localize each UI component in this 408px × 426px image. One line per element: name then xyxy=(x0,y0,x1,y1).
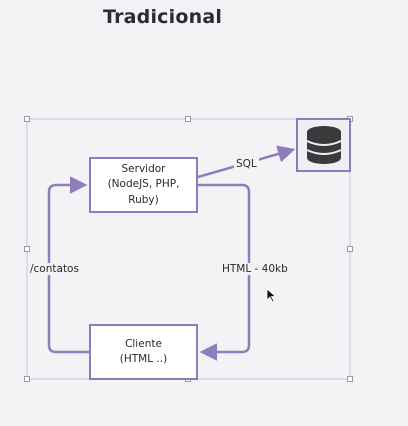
sql-label: SQL xyxy=(234,158,259,170)
client-node[interactable]: Cliente (HTML ..) xyxy=(89,324,198,380)
database-icon xyxy=(306,126,341,164)
resize-handle-right[interactable] xyxy=(347,246,353,252)
resize-handle-top-left[interactable] xyxy=(24,116,30,122)
request-label: /contatos xyxy=(28,263,81,275)
mouse-pointer-icon xyxy=(266,288,277,303)
resize-handle-bottom-left[interactable] xyxy=(24,376,30,382)
response-label: HTML - 40kb xyxy=(220,263,290,275)
server-node[interactable]: Servidor (NodeJS, PHP, Ruby) xyxy=(89,157,198,213)
resize-handle-bottom-right[interactable] xyxy=(347,376,353,382)
resize-handle-left[interactable] xyxy=(24,246,30,252)
client-node-title: Cliente xyxy=(125,337,162,350)
page-title: Tradicional xyxy=(103,6,223,28)
database-node[interactable] xyxy=(296,118,351,172)
client-node-subtitle: (HTML ..) xyxy=(119,353,168,365)
server-node-title: Servidor xyxy=(121,163,166,176)
server-node-subtitle: (NodeJS, PHP, Ruby) xyxy=(107,178,180,206)
resize-handle-top[interactable] xyxy=(185,116,191,122)
